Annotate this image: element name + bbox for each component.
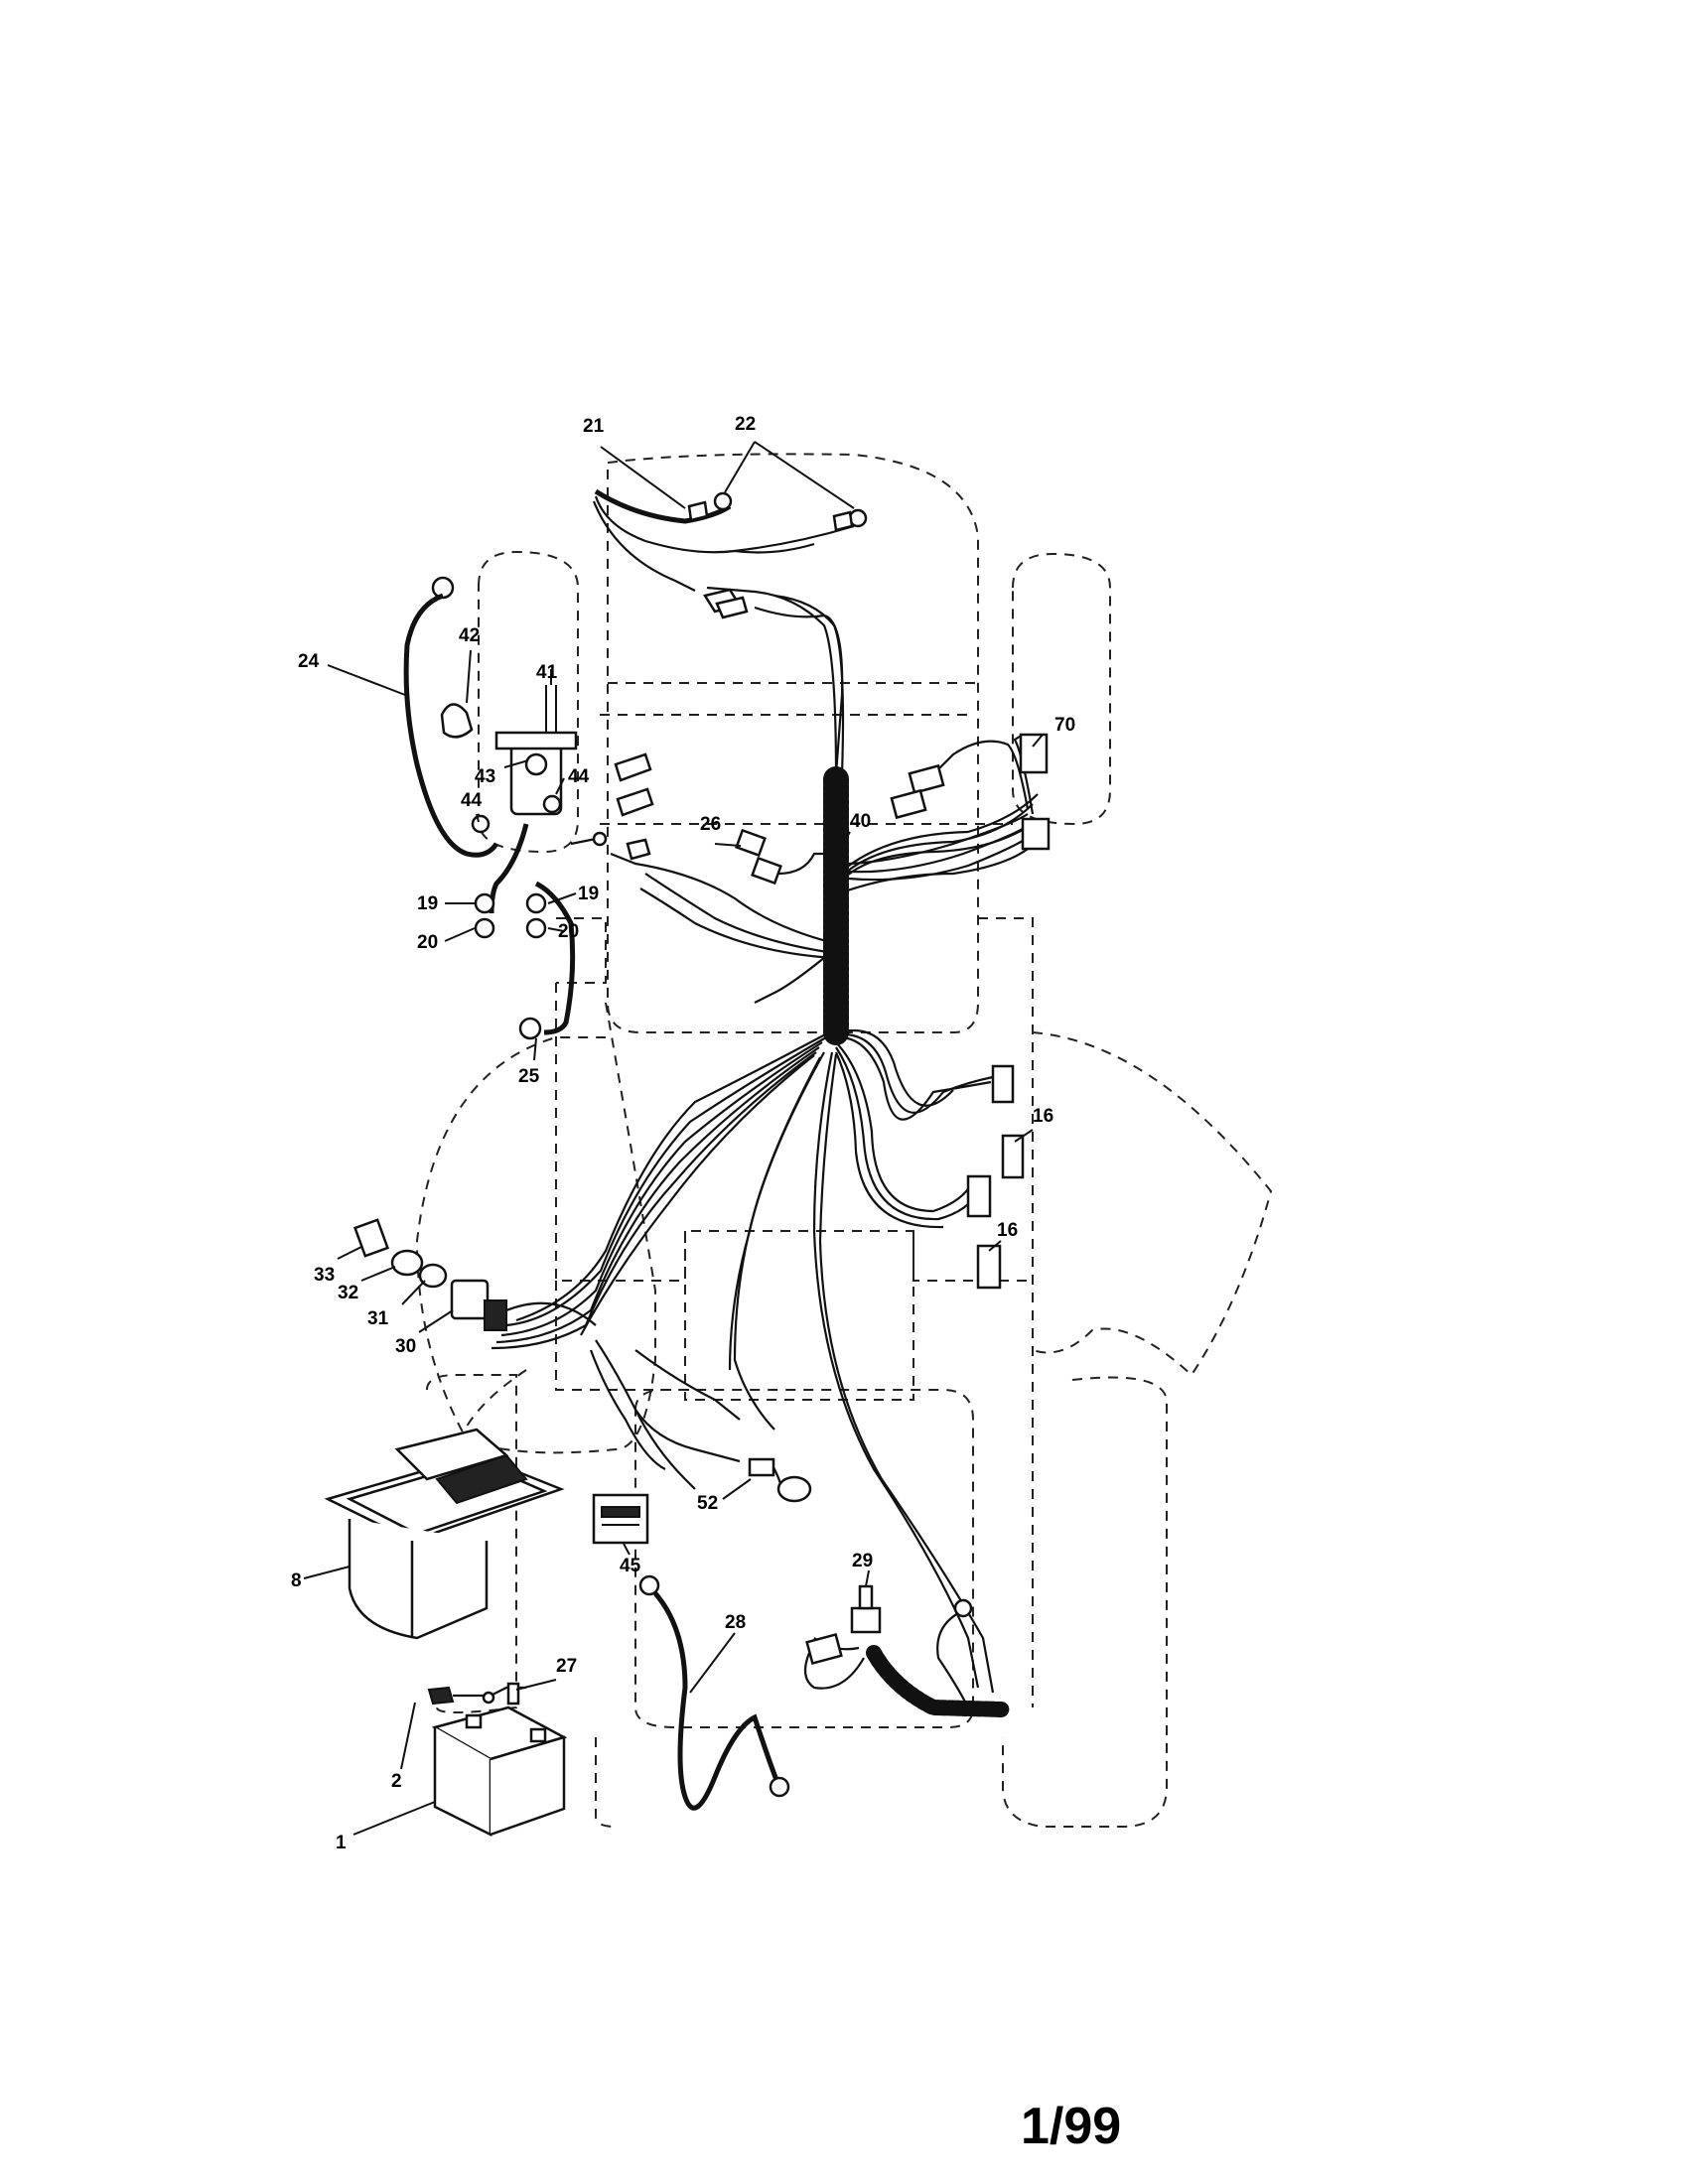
callout-27: 27 [556,1656,577,1677]
connectors-16 [966,1064,1025,1290]
seat-switch-29 [803,1584,1011,1717]
callout-33: 33 [314,1265,335,1286]
connector-70-harness [848,733,1051,882]
page-number: 1/99 [1021,2098,1122,2155]
tractor-outline [415,453,1273,1828]
callout-32: 32 [338,1283,358,1303]
callout-20-left: 20 [417,932,438,953]
battery-box [324,1428,565,1640]
lamp-52 [748,1457,812,1503]
callout-45: 45 [620,1556,641,1576]
callout-21: 21 [583,416,605,437]
callout-30: 30 [395,1336,416,1357]
battery [427,1682,568,1838]
ground-cable-28 [638,1574,790,1811]
callout-70: 70 [1054,715,1075,736]
callout-1: 1 [336,1833,347,1853]
callout-16-upper: 16 [1033,1106,1053,1127]
callout-40: 40 [850,811,871,832]
callout-26: 26 [700,814,721,835]
ignition-switch [352,1218,597,1331]
callout-31: 31 [367,1308,389,1329]
callout-42: 42 [459,625,480,646]
callout-22: 22 [735,414,756,435]
callout-44-left: 44 [461,790,483,811]
callout-19-left: 19 [417,893,438,914]
callout-28: 28 [725,1612,746,1633]
solenoid-assembly [403,576,654,1040]
callout-29: 29 [852,1551,873,1571]
callout-25: 25 [518,1066,540,1087]
callout-20-right: 20 [558,921,579,942]
callout-43: 43 [475,766,495,787]
callout-8: 8 [291,1570,302,1591]
hour-meter-45 [592,1493,649,1545]
callout-19-right: 19 [578,884,599,904]
callout-44-right: 44 [568,766,590,787]
callout-labels: 21 22 42 41 24 43 44 44 19 19 20 20 25 2… [291,414,1075,1853]
leader-lines [303,441,1044,1836]
wire-loom [491,586,1044,1694]
callout-24: 24 [298,651,320,672]
switch-26 [735,828,834,886]
callout-52: 52 [697,1493,718,1514]
headlight-harness [592,488,868,775]
callout-2: 2 [391,1771,402,1792]
callout-41: 41 [536,662,558,683]
callout-16-lower: 16 [997,1220,1018,1241]
